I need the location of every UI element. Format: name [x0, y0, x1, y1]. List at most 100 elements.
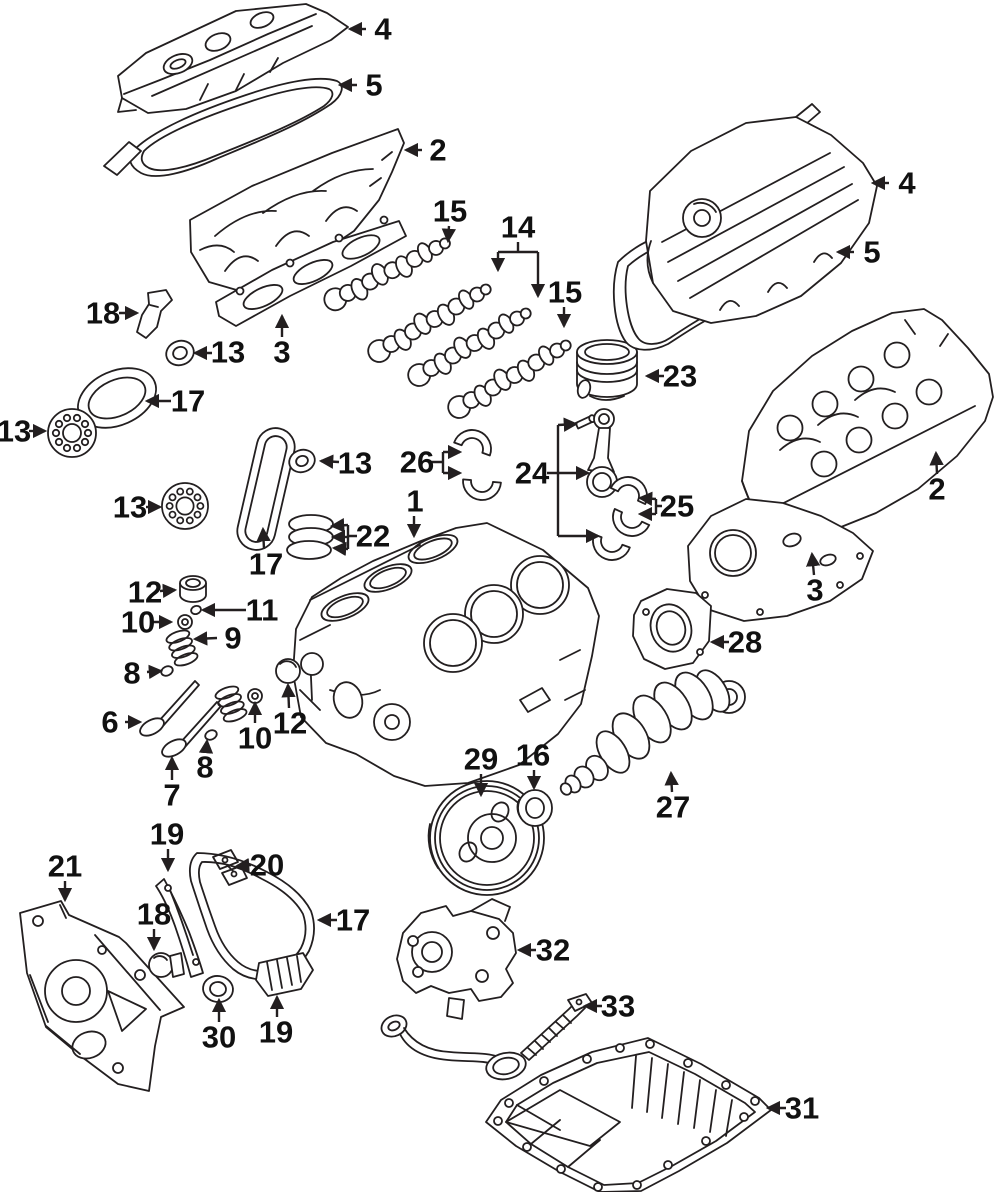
callout-3-head-gasket-right[interactable]: 3 [805, 551, 824, 608]
callout-20-tensioner-arm[interactable]: 20 [234, 848, 284, 883]
callout-2-cylinder-head-left[interactable]: 2 [403, 133, 447, 168]
callout-label: 16 [516, 738, 550, 773]
callout-label: 10 [121, 605, 155, 640]
callout-9-valve-spring[interactable]: 9 [192, 621, 242, 656]
callout-15-camshaft-upper[interactable]: 15 [433, 194, 467, 244]
callout-label: 15 [433, 194, 467, 229]
callout-23-piston[interactable]: 23 [644, 359, 697, 394]
callout-13-sprocket-right[interactable]: 13 [113, 490, 163, 525]
callout-33-pickup-brace[interactable]: 33 [582, 989, 635, 1024]
callout-29-crank-pulley[interactable]: 29 [464, 742, 498, 798]
callout-7-exhaust-valve[interactable]: 7 [163, 755, 181, 813]
callout-label: 1 [406, 484, 423, 519]
callout-label: 31 [785, 1091, 819, 1126]
callout-label: 2 [928, 472, 945, 507]
callout-16-front-seal[interactable]: 16 [516, 738, 550, 791]
callout-13-sprocket-left[interactable]: 13 [0, 414, 48, 449]
callout-label: 26 [400, 445, 434, 480]
callout-label: 18 [86, 296, 120, 331]
callout-8-valve-seal-a[interactable]: 8 [123, 656, 164, 691]
callout-4-valve-cover-left[interactable]: 4 [347, 12, 392, 47]
callout-17-oval-gasket[interactable]: 17 [144, 384, 205, 419]
callout-11-valve-keeper[interactable]: 11 [200, 593, 279, 628]
callout-30-seal-ring[interactable]: 30 [202, 997, 236, 1055]
callout-3-head-gasket-left[interactable]: 3 [273, 313, 291, 370]
callout-label: 4 [898, 166, 916, 201]
callout-25-rod-bearings[interactable]: 25 [637, 489, 694, 524]
callout-10-spring-retainer-a[interactable]: 10 [121, 605, 174, 640]
part-crankshaft [559, 669, 746, 796]
callout-label: 18 [137, 897, 171, 932]
leader-line [159, 583, 178, 598]
part-front-seal [516, 789, 553, 827]
leader-line [637, 491, 657, 506]
callout-32-oil-pump[interactable]: 32 [516, 933, 570, 968]
leader-line [431, 452, 445, 473]
part-valve-cover-gasket-left [103, 78, 343, 177]
callout-label: 27 [656, 790, 690, 825]
callout-2-cylinder-head-right[interactable]: 2 [928, 450, 946, 507]
callout-5-valve-cover-gasket-left[interactable]: 5 [337, 68, 383, 103]
part-main-bearings [453, 423, 502, 503]
part-camshaft-seal-upper [165, 339, 195, 367]
callout-31-oil-pan[interactable]: 31 [765, 1091, 819, 1126]
callout-label: 29 [464, 742, 498, 777]
leader-line [256, 526, 271, 550]
part-engine-block [292, 522, 600, 787]
callout-label: 8 [196, 750, 213, 785]
callout-label: 22 [356, 519, 390, 554]
leader-line [234, 857, 252, 873]
callout-21-timing-cover[interactable]: 21 [48, 849, 82, 903]
callout-6-intake-valve[interactable]: 6 [101, 705, 143, 740]
callout-17-timing-chain-upper[interactable]: 17 [249, 526, 283, 582]
callout-24-connecting-rod[interactable]: 24 [515, 417, 601, 544]
leader-line [441, 225, 456, 244]
leader-line [318, 454, 340, 469]
callout-18-tensioner-lower[interactable]: 18 [137, 897, 171, 952]
part-tensioner-arm [212, 849, 248, 886]
part-oil-pickup-tube [380, 1014, 527, 1081]
callout-15-camshaft-lower[interactable]: 15 [548, 275, 582, 329]
leader-line [498, 242, 538, 254]
leader-line [198, 738, 214, 754]
callout-label: 19 [259, 1015, 293, 1050]
callout-label: 20 [250, 848, 284, 883]
part-cylinder-head-left [189, 128, 405, 294]
callout-label: 19 [150, 817, 184, 852]
callout-27-crankshaft[interactable]: 27 [656, 770, 690, 825]
callout-12-tappet-a[interactable]: 12 [128, 575, 178, 610]
callout-label: 28 [728, 625, 762, 660]
callout-5-valve-cover-gasket-right[interactable]: 5 [835, 235, 881, 270]
part-crank-pulley [427, 780, 545, 896]
callout-28-rear-plate[interactable]: 28 [709, 625, 762, 660]
callout-label: 9 [224, 621, 241, 656]
callout-4-valve-cover-right[interactable]: 4 [870, 166, 916, 201]
part-camshaft-seal-mid [288, 448, 316, 474]
callout-19-chain-guide-b[interactable]: 19 [259, 994, 293, 1050]
callout-18-chain-guide-upper[interactable]: 18 [86, 296, 140, 331]
part-cylinder-head-right [741, 308, 994, 534]
callout-22-piston-rings[interactable]: 22 [329, 518, 390, 557]
callout-17-timing-chain-lower[interactable]: 17 [316, 903, 370, 938]
leader-line [146, 664, 164, 680]
callout-label: 32 [536, 933, 570, 968]
part-chain-guide-upper-bracket [136, 289, 173, 339]
callout-label: 14 [501, 210, 536, 245]
callout-1-engine-block[interactable]: 1 [406, 484, 424, 539]
callout-label: 11 [246, 593, 279, 628]
callout-label: 13 [338, 446, 372, 481]
callout-label: 2 [429, 133, 446, 168]
callout-13-camshaft-seal-upper[interactable]: 13 [192, 335, 245, 370]
part-piston-rings [286, 514, 334, 560]
callout-10-spring-retainer-b[interactable]: 10 [238, 700, 272, 756]
callout-8-valve-seal-b[interactable]: 8 [196, 738, 214, 785]
callout-26-main-bearings[interactable]: 26 [400, 445, 463, 481]
part-connecting-rod [574, 408, 631, 567]
callout-14-camshaft-pair[interactable]: 14 [490, 210, 546, 299]
callout-13-camshaft-seal-mid[interactable]: 13 [318, 446, 372, 481]
leader-line [281, 682, 296, 709]
callout-12-tappet-b[interactable]: 12 [273, 682, 307, 741]
part-oval-gasket [77, 367, 157, 429]
callout-label: 33 [601, 989, 635, 1024]
callout-19-chain-guide-a[interactable]: 19 [150, 817, 184, 873]
